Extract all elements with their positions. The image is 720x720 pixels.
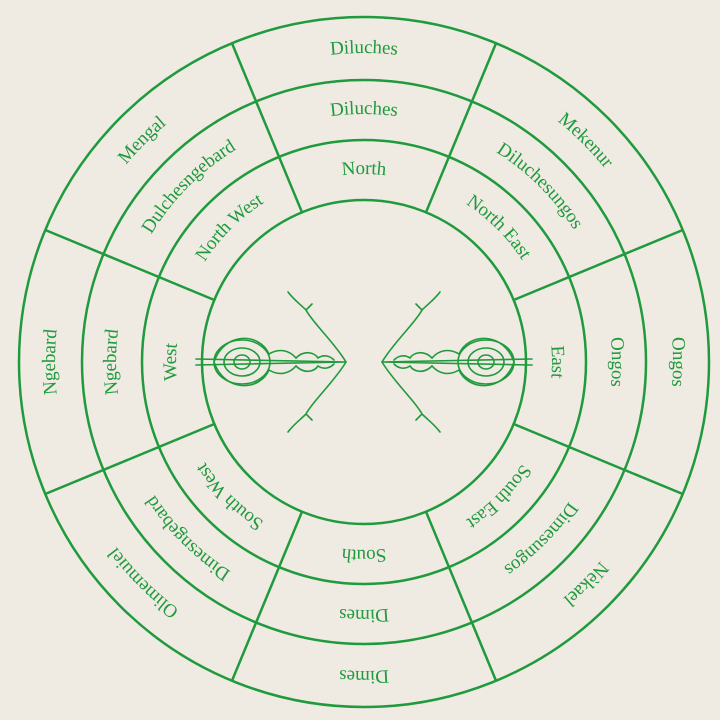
inner-ring — [142, 140, 586, 584]
inner-ring-label: East — [546, 345, 568, 380]
middle-ring-label: Ngebard — [100, 328, 123, 396]
middle-ring-label: Diluches — [329, 98, 399, 121]
inner-ring-label: South West — [191, 458, 267, 534]
sector-divider — [232, 43, 302, 212]
middle-ring-label: Dimes — [338, 603, 389, 625]
outer-ring-label: Nèkael — [559, 557, 612, 610]
ring-circles — [19, 17, 709, 707]
sector-divider — [514, 230, 683, 300]
sector-divider — [45, 230, 214, 300]
outer-ring — [19, 17, 709, 707]
outer-ring-label: Mengal — [114, 112, 170, 168]
inner-ring-label: North West — [192, 189, 268, 265]
twin-vajra-arrows-icon — [196, 292, 532, 432]
outer-ring-label: Olimemuiel — [104, 543, 183, 622]
outer-ring-label: Dimes — [338, 665, 389, 687]
inner-ring-label: South — [340, 543, 387, 565]
sector-divider — [45, 424, 214, 494]
sector-divider — [426, 43, 496, 212]
inner-ring-label: South East — [462, 461, 535, 534]
outer-ring-label: Diluches — [329, 37, 399, 60]
middle-ring-label: Dimesungos — [500, 498, 582, 580]
middle-ring-label: Ongos — [605, 336, 627, 387]
outer-ring-label: Ngebard — [39, 328, 62, 396]
inner-ring-label: North East — [463, 191, 536, 264]
sector-divider — [232, 512, 302, 681]
inner-ring-label: West — [160, 342, 182, 382]
sector-divider — [426, 512, 496, 681]
sector-divider — [514, 424, 683, 494]
outer-ring-label: Ongos — [667, 337, 689, 388]
inner-ring-label: North — [341, 158, 388, 180]
